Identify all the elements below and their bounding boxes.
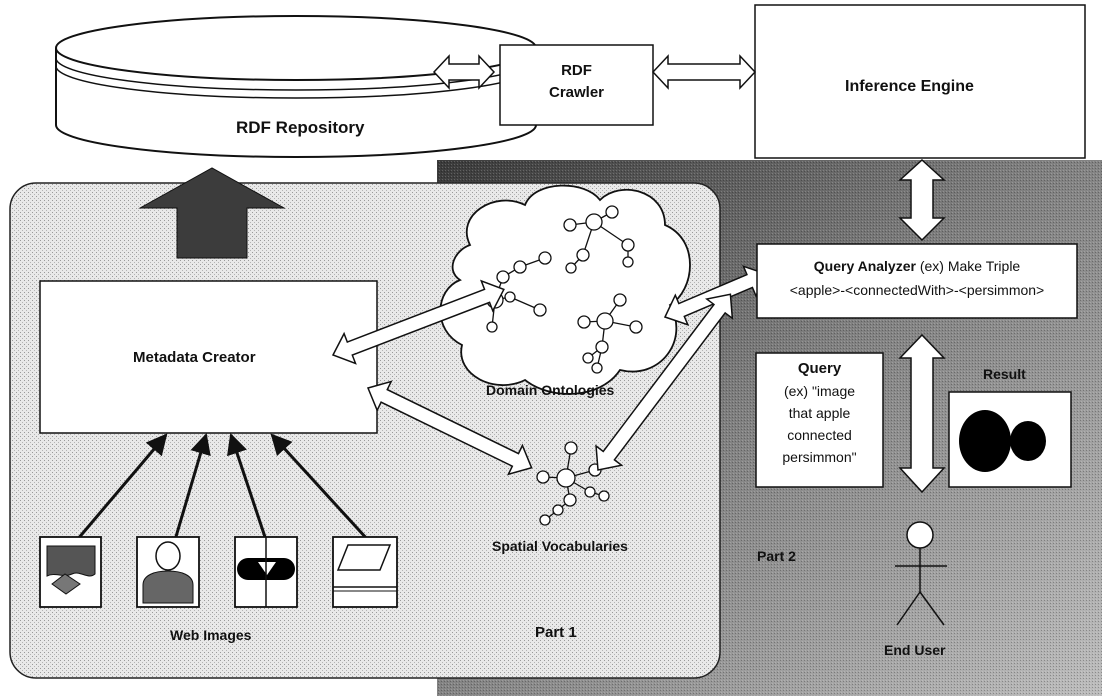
query-line-3: connected <box>787 427 852 443</box>
web-images-label: Web Images <box>170 627 252 643</box>
query-analyzer-box <box>756 243 1078 319</box>
end-user-label: End User <box>884 642 946 658</box>
web-image-icon <box>39 536 102 608</box>
metadata-creator-label: Metadata Creator <box>133 349 256 366</box>
query-analyzer-example: (ex) Make Triple <box>915 258 1021 274</box>
query-line-1: (ex) "image <box>783 383 856 399</box>
domain-ontologies-label: Domain Ontologies <box>486 382 615 398</box>
person-image-icon <box>136 536 200 608</box>
part2-label: Part 2 <box>757 548 796 564</box>
part1-label: Part 1 <box>535 624 577 641</box>
rdf-crawler-box <box>499 44 654 126</box>
double-arrow-repository-crawler <box>432 54 496 90</box>
rdf-repository-label: RDF Repository <box>236 118 365 137</box>
query-title: Query <box>797 360 842 377</box>
double-arrow-metadata-spatial <box>366 380 533 476</box>
stick-figure-icon <box>895 521 947 626</box>
upload-arrow <box>138 167 286 259</box>
image-to-metadata-arrows <box>75 432 370 542</box>
triangle-image-icon <box>234 536 298 608</box>
rdf-crawler-label-line2: Crawler <box>548 84 605 101</box>
query-analyzer-triple: <apple>-<connectedWith>-<persimmon> <box>789 282 1045 298</box>
ontology-graph-icon <box>486 205 643 374</box>
double-arrow-analyzer-user <box>898 333 946 494</box>
query-box <box>755 352 884 488</box>
query-analyzer-line1: Query Analyzer (ex) Make Triple <box>757 258 1077 274</box>
query-analyzer-title: Query Analyzer <box>813 258 916 274</box>
double-arrow-crawler-inference <box>651 54 757 90</box>
double-arrow-spatial-analyzer <box>595 293 734 471</box>
spatial-vocabulary-graph-icon <box>536 441 610 526</box>
spatial-vocabularies-label: Spatial Vocabularies <box>492 538 628 554</box>
query-line-2: that apple <box>788 405 851 421</box>
drawing-image-icon <box>332 536 398 608</box>
double-arrow-metadata-ontologies <box>331 279 505 365</box>
metadata-creator-box <box>39 280 378 434</box>
result-label: Result <box>983 366 1026 382</box>
rdf-crawler-label-line1: RDF <box>561 62 592 79</box>
result-image-icon <box>948 391 1072 488</box>
double-arrow-inference-analyzer <box>898 158 946 242</box>
inference-engine-box <box>754 4 1086 159</box>
domain-ontologies-cloud <box>439 184 691 395</box>
query-line-4: persimmon" <box>782 449 857 465</box>
inference-engine-label: Inference Engine <box>845 78 974 95</box>
